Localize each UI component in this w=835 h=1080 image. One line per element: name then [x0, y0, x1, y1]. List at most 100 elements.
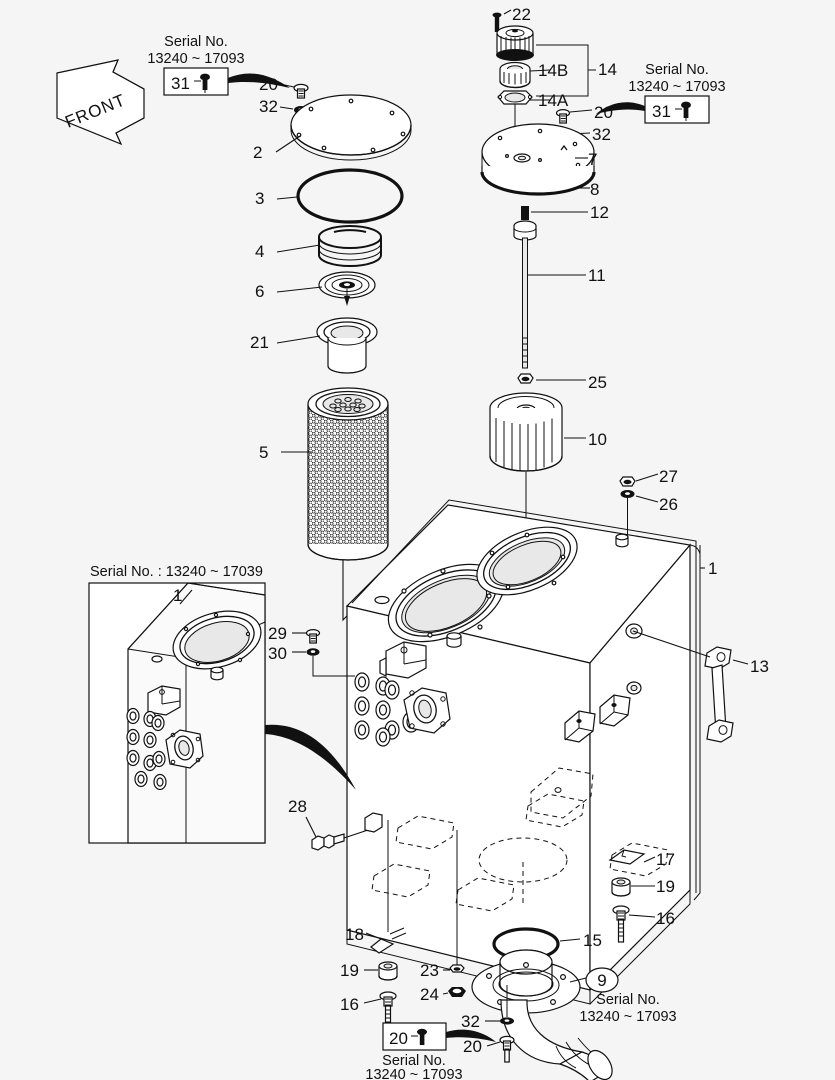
serial-note-bottom-item: 20: [389, 1029, 408, 1048]
callout-19-left: 19: [340, 961, 359, 980]
leader-16-left: [363, 998, 382, 1004]
callout-22: 22: [512, 5, 531, 24]
leader-2: [275, 135, 301, 153]
spacer-bushing-19-left: [378, 961, 398, 981]
callout-30: 30: [268, 644, 287, 663]
breather-element-14B: [499, 61, 531, 89]
leader-16-right: [628, 914, 656, 918]
inset-serial-label: Serial No. : 13240 ~ 17039: [90, 564, 263, 580]
bolt-16-right: [612, 905, 630, 943]
leader-28: [305, 816, 317, 838]
leader-20-left: [279, 83, 295, 88]
nut-25: [517, 373, 534, 384]
leader-4: [276, 244, 321, 253]
callout-27: 27: [659, 467, 678, 486]
callout-32-left: 32: [259, 97, 278, 116]
leader-9: [569, 977, 587, 983]
tank-opening-b: [476, 526, 578, 596]
leader-20-bottom: [486, 1041, 501, 1047]
callout-8: 8: [590, 180, 599, 199]
callout-29: 29: [268, 624, 287, 643]
leader-20-right: [569, 109, 593, 113]
bolt-31-icon-right: [681, 101, 691, 121]
serial-note-top-right: Serial No. 13240 ~ 17093 31: [596, 62, 726, 124]
serial-note-top-left-line2: 13240 ~ 17093: [147, 51, 244, 67]
leader-14B: [529, 69, 551, 72]
bolt-29: [305, 628, 321, 644]
inset-pointer-swoosh: [265, 724, 356, 790]
bolt-20-right: [555, 108, 571, 124]
leader-32-left: [279, 106, 294, 110]
bracket-clip-17: [608, 849, 646, 865]
filter-element-5: [307, 387, 389, 561]
breather-cap-assembly: [496, 25, 534, 61]
leader-6: [276, 286, 323, 293]
o-ring-3: [296, 168, 404, 224]
serial-note-bottom: 20 Serial No. 13240 ~ 17093: [365, 1022, 496, 1080]
leader-27: [635, 473, 659, 482]
tank-top-bosses: [374, 533, 629, 648]
front-arrow-marker: FRONT: [56, 59, 145, 146]
bolt-20-left: [293, 83, 309, 99]
callout-28: 28: [288, 797, 307, 816]
serial-note-top-right-item: 31: [652, 102, 671, 121]
leader-13: [732, 659, 749, 665]
bypass-valve-6: [318, 271, 376, 306]
drain-fitting-28: [311, 833, 345, 851]
callout-1-main: 1: [708, 559, 717, 578]
callout-23: 23: [420, 961, 439, 980]
serial-note-top-right-line2: 13240 ~ 17093: [628, 79, 725, 95]
nut-27: [619, 476, 636, 487]
cover-plate-2: [290, 94, 412, 161]
callout-21: 21: [250, 333, 269, 352]
washer-26: [620, 490, 635, 498]
tank-feet: [371, 793, 669, 912]
callout-6: 6: [255, 282, 264, 301]
tank-drain-boss: [364, 812, 383, 833]
callout-11: 11: [588, 266, 606, 285]
serial-note-top-left: Serial No. 13240 ~ 17093 31: [147, 34, 290, 96]
callout-32-right: 32: [592, 125, 611, 144]
callout-4: 4: [255, 242, 264, 261]
leader-13-tank: [632, 630, 711, 658]
washer-32-bottom: [500, 1017, 514, 1025]
head-seal-8: [480, 166, 596, 196]
callout-14A: 14A: [538, 91, 569, 110]
spring-ring-4: [318, 225, 382, 267]
callout-16-left: 16: [340, 995, 359, 1014]
spacer-bushing-19-right: [611, 877, 631, 897]
tank-port-cluster: [354, 641, 451, 747]
level-gauge-13: [704, 646, 734, 743]
breather-gasket-14A: [497, 90, 533, 105]
serial-note-elbow-line1: Serial No.: [596, 992, 660, 1008]
cap-plug-12: [521, 206, 529, 220]
bolt-20-bottom: [499, 1035, 515, 1063]
serial-note-elbow: 9 Serial No. 13240 ~ 17093: [579, 967, 677, 1025]
strainer-10: [489, 392, 563, 472]
tank-side-brackets: [564, 623, 643, 743]
callout-24: 24: [420, 985, 439, 1004]
serial-note-elbow-line2: 13240 ~ 17093: [579, 1009, 676, 1025]
washer-23: [449, 964, 465, 973]
bolt-16-left: [379, 991, 397, 1029]
leader-24: [442, 992, 449, 995]
callout-26: 26: [659, 495, 678, 514]
callout-3: 3: [255, 189, 264, 208]
callout-18: 18: [345, 925, 364, 944]
rod-11: [513, 220, 537, 369]
suction-elbow-9: [471, 949, 613, 1080]
callout-17: 17: [656, 850, 675, 869]
leader-1-inset: [179, 589, 193, 605]
serial-note-top-right-line1: Serial No.: [645, 62, 709, 78]
bolt-31-icon-left: [200, 73, 210, 93]
callout-7: 7: [588, 150, 597, 169]
washer-30: [306, 648, 320, 656]
callout-1-inset: 1: [173, 586, 182, 605]
nut-24: [448, 987, 466, 997]
callout-20-left: 20: [259, 75, 278, 94]
leader-18: [365, 932, 382, 940]
callout-13: 13: [750, 657, 769, 676]
callout-5: 5: [259, 443, 268, 462]
bolt-20-icon-note: [417, 1028, 427, 1045]
callout-10: 10: [588, 430, 607, 449]
